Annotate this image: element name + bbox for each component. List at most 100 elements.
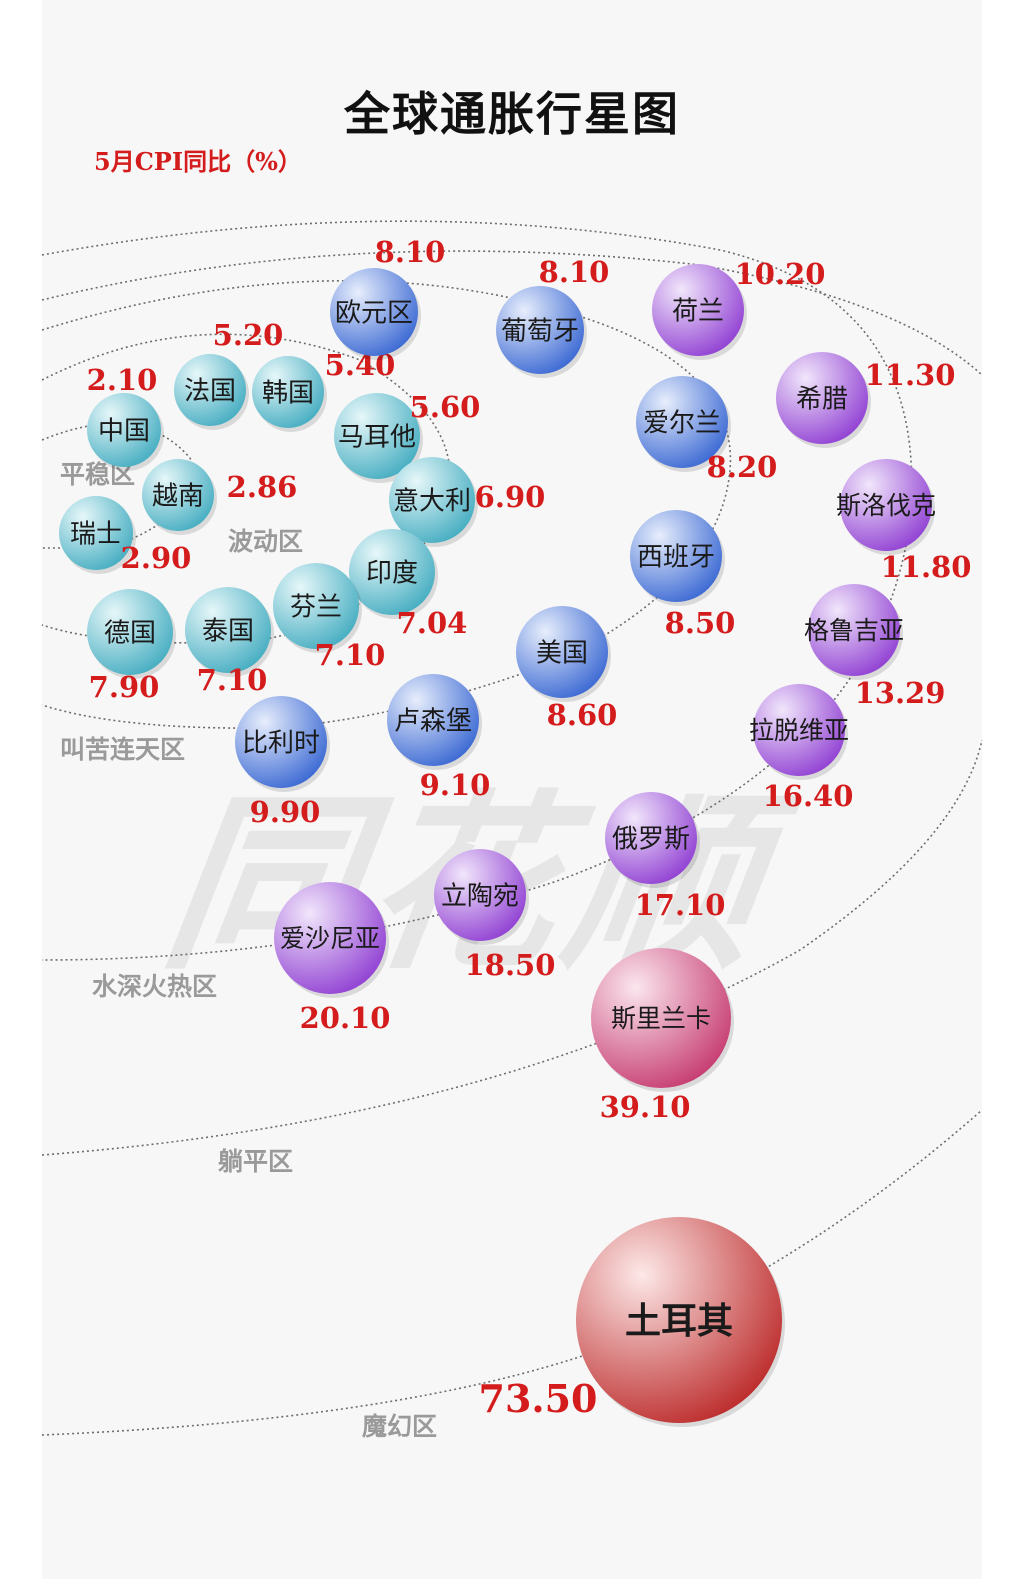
bubble-circle <box>387 674 479 766</box>
bubble-value-label: 5.60 <box>410 390 481 424</box>
bubble-country-label: 葡萄牙 <box>501 316 579 346</box>
bubble-value-label: 13.29 <box>855 676 946 710</box>
bubble-country-label: 立陶宛 <box>441 881 519 911</box>
bubble-country-label: 韩国 <box>262 378 314 408</box>
bubble-value-label: 8.20 <box>707 450 778 484</box>
bubble-value-label: 2.90 <box>121 541 192 575</box>
bubble-country-label: 瑞士 <box>70 519 122 549</box>
bubble-circle <box>87 589 173 675</box>
chart-subtitle: 5月CPI同比（%） <box>94 147 302 176</box>
chart-title: 全球通胀行星图 <box>344 87 680 141</box>
bubble-10: 泰国 7.10 <box>185 587 274 697</box>
bubble-circle <box>840 459 932 551</box>
bubble-12: 欧元区 8.10 <box>330 235 445 360</box>
bubble-circle <box>605 792 697 884</box>
bubble-circle <box>636 376 728 468</box>
bubble-value-label: 18.50 <box>465 948 556 982</box>
bubble-value-label: 11.80 <box>881 550 972 584</box>
bubble-circle <box>174 354 246 426</box>
bubble-circle <box>434 849 526 941</box>
bubble-value-label: 16.40 <box>763 779 854 813</box>
bubble-15: 西班牙 8.50 <box>630 510 735 640</box>
bubble-value-label: 9.90 <box>250 795 321 829</box>
bubble-country-label: 中国 <box>98 416 150 446</box>
bubble-country-label: 印度 <box>366 558 418 588</box>
bubble-value-label: 8.10 <box>539 255 610 289</box>
bubble-14: 爱尔兰 8.20 <box>636 376 777 484</box>
bubble-16: 美国 8.60 <box>516 606 617 732</box>
bubble-19: 荷兰 10.20 <box>652 257 825 360</box>
bubble-value-label: 2.10 <box>87 363 158 397</box>
zone-label: 波动区 <box>228 527 303 556</box>
bubble-1: 中国 2.10 <box>87 363 164 471</box>
bubble-country-label: 希腊 <box>796 384 848 414</box>
bubble-country-label: 西班牙 <box>637 542 715 572</box>
bubble-value-label: 7.10 <box>315 638 386 672</box>
bubble-value-label: 20.10 <box>300 1001 391 1035</box>
bubble-8: 印度 7.04 <box>349 529 467 640</box>
bubble-country-label: 卢森堡 <box>394 706 472 736</box>
bubble-value-label: 7.04 <box>397 606 468 640</box>
bubble-13: 葡萄牙 8.10 <box>496 255 609 378</box>
bubble-circle <box>808 584 900 676</box>
orbit-line <box>41 422 195 549</box>
bubble-23: 拉脱维亚 16.40 <box>749 684 853 813</box>
bubble-value-label: 9.10 <box>420 768 491 802</box>
bubble-country-label: 德国 <box>104 618 156 648</box>
bubble-value-label: 7.10 <box>197 663 268 697</box>
bubble-circle <box>185 587 271 673</box>
bubble-country-label: 斯洛伐克 <box>836 491 936 520</box>
bubble-11: 德国 7.90 <box>87 589 176 704</box>
bubble-circle <box>349 529 435 615</box>
bubble-country-label: 美国 <box>536 638 588 668</box>
orbit-line <box>41 250 983 376</box>
bubble-circle <box>87 393 161 467</box>
bubble-country-label: 芬兰 <box>290 592 342 622</box>
bubble-country-label: 法国 <box>184 376 236 406</box>
zone-label: 水深火热区 <box>92 972 217 1001</box>
bubble-country-label: 土耳其 <box>625 1301 733 1342</box>
bubble-21: 斯洛伐克 11.80 <box>836 459 971 584</box>
bubble-circle <box>576 1217 782 1423</box>
bubble-value-label: 8.60 <box>547 698 618 732</box>
bubble-country-label: 爱尔兰 <box>643 408 721 438</box>
bubble-country-label: 荷兰 <box>672 296 724 326</box>
bubble-circle <box>516 606 608 698</box>
bubble-18: 比利时 9.90 <box>235 696 330 829</box>
bubble-value-label: 7.90 <box>89 670 160 704</box>
zone-label: 躺平区 <box>218 1147 293 1176</box>
bubble-country-label: 欧元区 <box>335 298 413 328</box>
bubble-value-label: 73.50 <box>479 1376 598 1421</box>
bubble-20: 希腊 11.30 <box>776 352 955 448</box>
bubble-value-label: 8.50 <box>665 606 736 640</box>
bubble-circle <box>334 393 420 479</box>
bubble-country-label: 泰国 <box>202 616 254 646</box>
bubble-circle <box>652 264 744 356</box>
bubble-value-label: 8.10 <box>375 235 446 269</box>
bubble-country-label: 意大利 <box>393 486 471 516</box>
bubble-value-label: 6.90 <box>475 480 546 514</box>
bubble-value-label: 5.20 <box>213 318 284 352</box>
bubble-circle <box>591 948 731 1088</box>
bubble-25: 立陶宛 18.50 <box>434 849 555 982</box>
bubble-circle <box>274 882 386 994</box>
chart-panel <box>42 0 982 1579</box>
bubble-circle <box>330 268 418 356</box>
bubble-value-label: 10.20 <box>735 257 826 291</box>
bubble-country-label: 比利时 <box>242 728 320 758</box>
bubble-value-label: 11.30 <box>865 358 956 392</box>
zone-label: 魔幻区 <box>362 1412 437 1441</box>
bubble-9: 芬兰 7.10 <box>273 563 385 672</box>
bubble-country-label: 拉脱维亚 <box>749 716 849 745</box>
bubble-circle <box>235 696 327 788</box>
bubble-circle <box>776 352 868 444</box>
bubble-value-label: 2.86 <box>227 470 298 504</box>
